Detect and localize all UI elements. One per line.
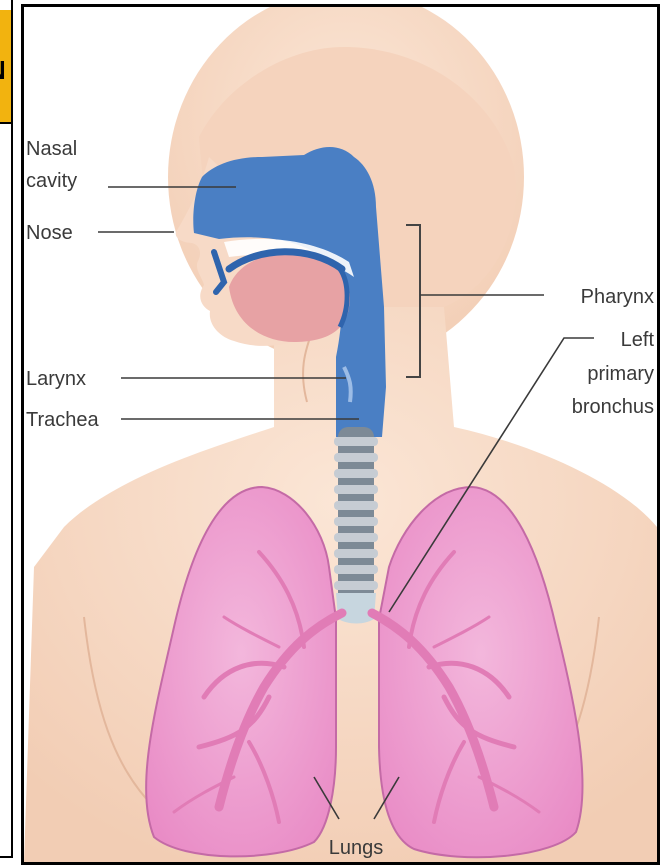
label-left-primary-bronchus-line1: Left [621,329,655,351]
label-left-primary-bronchus-line3: bronchus [572,396,654,418]
trachea-rings [334,427,378,624]
label-larynx: Larynx [26,368,86,390]
diagram-canvas: Nasal cavity Nose Larynx Trachea Pharynx… [24,7,657,862]
respiratory-diagram: Nasal cavity Nose Larynx Trachea Pharynx… [21,4,660,865]
slide-title-tab: N [0,10,11,124]
slide-title-fragment: N [0,55,6,86]
label-pharynx: Pharynx [581,286,654,308]
label-nasal-cavity-line2: cavity [26,170,77,192]
label-nose: Nose [26,222,73,244]
label-lungs: Lungs [329,837,384,859]
slide-edge [0,0,13,858]
label-trachea: Trachea [26,409,100,431]
label-left-primary-bronchus-line2: primary [587,363,654,385]
label-nasal-cavity-line1: Nasal [26,138,77,160]
